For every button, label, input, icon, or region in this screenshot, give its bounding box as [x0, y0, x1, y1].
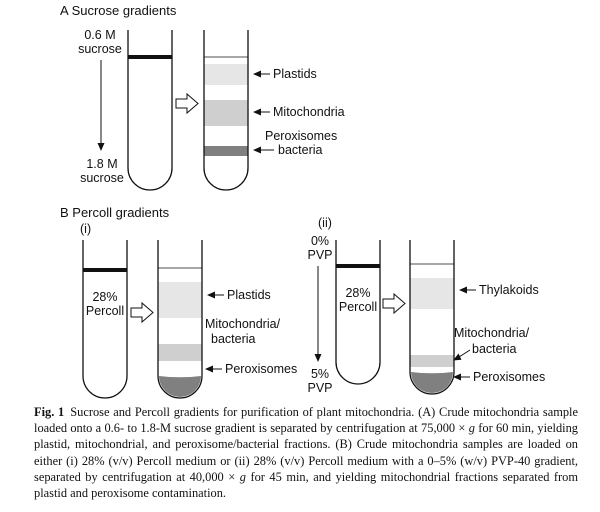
caption-figure-label: Fig. 1 [34, 405, 65, 419]
arrowhead-plastids-bi [207, 291, 215, 299]
caption-g-2: g [239, 469, 246, 484]
arrowhead-peroxisomes-bi [205, 365, 213, 373]
pvp-bottom-concentration: 5% [311, 367, 329, 381]
panel-b-sub-ii: (ii) [318, 216, 332, 230]
label-bacteria-a: bacteria [278, 143, 323, 157]
mitochondria-band-a [204, 100, 248, 126]
plastid-band-bi [158, 282, 202, 318]
arrowhead-plastids-a [253, 70, 261, 78]
percoll-label-bi: Percoll [86, 304, 124, 318]
gradient-arrowhead-a [97, 143, 105, 151]
sample-load-band-bi [83, 268, 127, 272]
arrowhead-mito-bii [453, 353, 462, 361]
open-arrow-a [175, 92, 199, 115]
sample-load-band-bii [336, 264, 380, 268]
pvp-top-label: PVP [307, 248, 332, 262]
percoll-label-bii: Percoll [339, 300, 377, 314]
arrowhead-mito-a [253, 108, 261, 116]
percoll-concentration-bi: 28% [92, 290, 117, 304]
pvp-top-concentration: 0% [311, 234, 329, 248]
peroxisome-band-a [204, 146, 248, 156]
caption-text-3: for 45 min, and yielding mitochondrial f… [34, 469, 578, 501]
arrowhead-bacteria-a [253, 146, 261, 154]
panel-b-title: B Percoll gradients [60, 205, 170, 220]
pvp-bottom-label: PVP [307, 381, 332, 395]
caption-text-2: for 60 min, yielding plastid, mitochondr… [34, 421, 578, 484]
percoll-concentration-bii: 28% [345, 286, 370, 300]
label-mitochondria-bi: Mitochondria/ [205, 317, 281, 331]
label-peroxisomes-a: Peroxisomes [265, 129, 337, 143]
tube-bi-after [157, 240, 203, 399]
label-peroxisomes-bi: Peroxisomes [225, 362, 297, 376]
caption-text-1: Sucrose and Percoll gradients for purifi… [34, 405, 578, 436]
label-mitochondria-a: Mitochondria [273, 105, 345, 119]
label-bacteria-bi: bacteria [211, 332, 256, 346]
arrowhead-thylakoids-bii [459, 286, 467, 294]
open-arrow-bi [130, 301, 154, 324]
tube-bii-after [409, 240, 455, 395]
open-arrow-bii [382, 292, 406, 315]
peroxisome-pellet-bii [411, 372, 453, 393]
label-plastids-a: Plastids [273, 67, 317, 81]
tube-bii-before [335, 240, 381, 385]
mitochondria-band-bii [410, 355, 454, 367]
gradient-arrowhead-bii [314, 354, 322, 362]
sucrose-bottom-label: sucrose [80, 171, 124, 185]
tube-a-after [203, 30, 249, 191]
mitochondria-band-bi [158, 344, 202, 361]
sucrose-bottom-concentration: 1.8 M [86, 157, 117, 171]
sucrose-top-label: sucrose [78, 42, 122, 56]
plastid-band-a [204, 64, 248, 85]
tube-a-before [127, 30, 173, 191]
label-bacteria-bii: bacteria [472, 342, 517, 356]
label-thylakoids-bii: Thylakoids [479, 283, 539, 297]
gradient-diagram: A Sucrose gradients 0.6 M sucrose 1.8 M … [60, 3, 545, 399]
sucrose-top-concentration: 0.6 M [84, 28, 115, 42]
label-mitochondria-bii: Mitochondria/ [454, 326, 530, 340]
thylakoid-band-bii [410, 278, 454, 309]
peroxisome-pellet-bi [159, 376, 201, 397]
panel-a-title: A Sucrose gradients [60, 3, 177, 18]
label-plastids-bi: Plastids [227, 288, 271, 302]
arrowhead-peroxisomes-bii [453, 373, 461, 381]
panel-b-sub-i: (i) [80, 222, 91, 236]
caption-g-1: g [468, 421, 475, 436]
label-peroxisomes-bii: Peroxisomes [473, 370, 545, 384]
sample-load-band-a [128, 55, 172, 59]
arrow-mito-bii [458, 349, 471, 358]
tube-bi-before [82, 240, 128, 399]
